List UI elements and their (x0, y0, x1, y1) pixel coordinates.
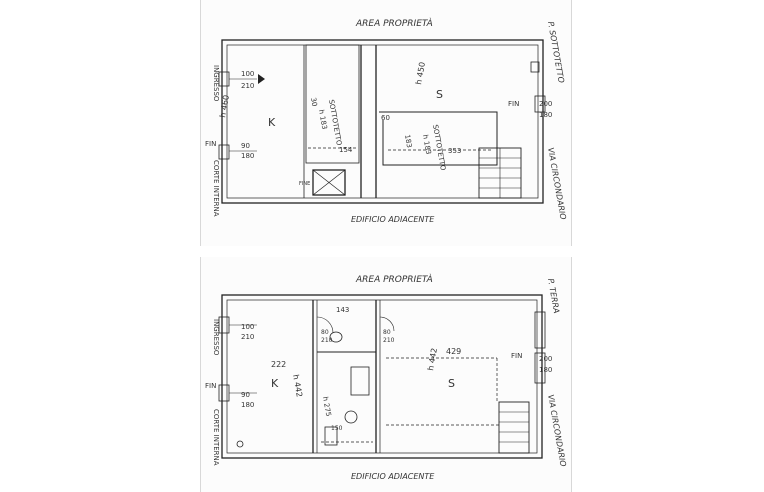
top-west-corte: CORTE INTERNA (212, 160, 220, 217)
ground-w1-a: 100 (241, 323, 254, 331)
top-dim-154: 154 (339, 146, 353, 154)
top-sott-1-h: h 183 (317, 109, 328, 130)
top-w1-b: 210 (241, 82, 254, 90)
top-room-k-h: h 460 (218, 94, 231, 118)
top-sott-2-name: SOTTOTETTO (431, 124, 447, 172)
ground-room-k-h: h 442 (291, 374, 304, 398)
ground-bath-b: 210 (321, 337, 333, 344)
ground-west-corte: CORTE INTERNA (212, 409, 220, 466)
ground-outer-wall (221, 294, 543, 459)
top-south-label: EDIFICIO ADIACENTE (351, 215, 435, 224)
ground-east-label: VIA CIRCONDARIO (546, 394, 568, 468)
ground-floor-label: P. TERRA (546, 278, 561, 314)
top-floor-label: P. SOTTOTETTO (546, 21, 566, 84)
top-fin-b: 180 (241, 152, 254, 160)
ground-sink (329, 331, 343, 343)
top-fin-a: 90 (241, 142, 250, 150)
ground-room-k-width: 222 (271, 360, 286, 369)
ground-bath-e: 150 (331, 425, 343, 432)
top-north-label: AREA PROPRIETÀ (355, 17, 433, 29)
top-sott-2-h: h 183 (421, 134, 432, 155)
ground-bath-c: 80 (383, 329, 391, 336)
ground-north-label: AREA PROPRIETÀ (355, 273, 433, 285)
top-east-label: VIA CIRCONDARIO (546, 147, 568, 221)
ground-bath-tub (350, 366, 370, 396)
top-sott-2-width: 183 (403, 134, 413, 149)
ground-room-s-name: S (448, 377, 455, 390)
top-room-s-name: S (436, 88, 443, 101)
ground-bath-width: 143 (336, 306, 349, 314)
ground-bath-a: 80 (321, 329, 329, 336)
ground-room-s-width: 429 (446, 347, 461, 356)
top-west-ingresso: INGRESSO (212, 65, 220, 102)
top-sottotetto-2-box (379, 111, 498, 166)
ground-toilet (324, 426, 338, 446)
ground-inner-wall (226, 299, 538, 454)
ground-fin-a: 90 (241, 391, 250, 399)
ground-bath-h: h 275 (321, 396, 332, 417)
ground-room-s-h: h 442 (426, 347, 439, 371)
ground-bidet (344, 410, 358, 424)
ground-fin-b: 180 (241, 401, 254, 409)
top-room-s-h: h 450 (414, 61, 427, 85)
top-east-a: 200 (539, 100, 552, 108)
top-inner-wall (226, 44, 539, 199)
top-w1-a: 100 (241, 70, 254, 78)
ground-stair (498, 401, 530, 454)
ground-w1-b: 210 (241, 333, 254, 341)
sheet-ground-floor: AREA PROPRIETÀ EDIFICIO ADIACENTE P. TER… (200, 257, 572, 492)
top-dim-353: 353 (448, 147, 461, 155)
ground-east-a: 200 (539, 355, 552, 363)
top-east-b: 180 (539, 111, 552, 119)
ground-south-label: EDIFICIO ADIACENTE (351, 472, 435, 481)
ground-room-k-name: K (271, 377, 279, 390)
top-sott-1-name: SOTTOTETTO (327, 99, 343, 147)
ground-fin-label: FIN (205, 382, 216, 390)
top-room-k-name: K (268, 116, 276, 129)
top-outer-wall (221, 39, 544, 204)
ground-bath-d: 210 (383, 337, 395, 344)
ground-west-ingresso: INGRESSO (212, 319, 220, 356)
top-sott-1-width: 30 (309, 97, 318, 107)
top-sottotetto-1-box (305, 44, 360, 164)
top-floor-plan: AREA PROPRIETÀ EDIFICIO ADIACENTE P. SOT… (205, 17, 568, 224)
top-stair-box (312, 169, 346, 196)
ground-east-b: 180 (539, 366, 552, 374)
top-fin-label: FIN (205, 140, 216, 148)
ground-east-fin: FIN (511, 352, 522, 360)
sheet-top-floor: AREA PROPRIETÀ EDIFICIO ADIACENTE P. SOT… (200, 0, 572, 246)
ground-floor-plan: AREA PROPRIETÀ EDIFICIO ADIACENTE P. TER… (205, 273, 568, 481)
top-east-fin: FIN (508, 100, 519, 108)
top-dim-60: 60 (381, 114, 390, 122)
top-fine-label: FINE (299, 181, 310, 187)
